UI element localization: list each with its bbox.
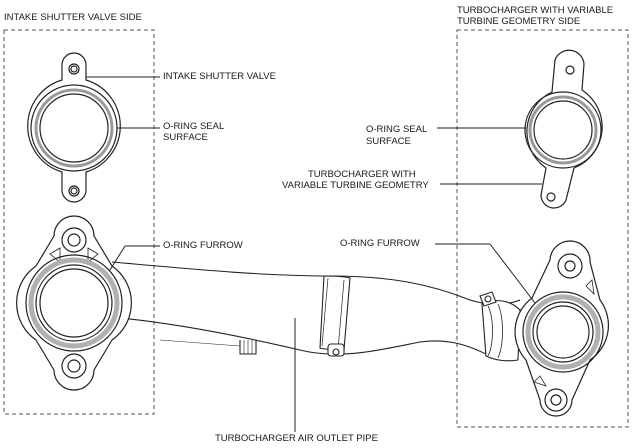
label-oring-seal-left-1: O-RING SEAL	[163, 121, 225, 132]
leader-lines	[86, 76, 542, 432]
header-right-line1: TURBOCHARGER WITH VARIABLE	[457, 5, 614, 16]
label-vtg-2: VARIABLE TURBINE GEOMETRY	[282, 180, 429, 191]
label-intake-shutter-valve: INTAKE SHUTTER VALVE	[163, 71, 276, 82]
header-right-line2: TURBINE GEOMETRY SIDE	[457, 16, 581, 27]
intake-shutter-valve-gasket	[27, 52, 121, 203]
label-oring-seal-right-2: SURFACE	[366, 136, 411, 147]
label-vtg-1: TURBOCHARGER WITH	[308, 169, 416, 180]
label-oring-seal-right-1: O-RING SEAL	[366, 124, 428, 135]
label-oring-seal-left-2: SURFACE	[163, 132, 208, 143]
header-left: INTAKE SHUTTER VALVE SIDE	[4, 12, 142, 23]
right-pipe-flange	[514, 240, 610, 417]
vtg-turbocharger-gasket	[524, 49, 603, 209]
left-group-box	[3, 29, 155, 415]
air-outlet-pipe	[111, 261, 521, 362]
label-air-outlet-pipe: TURBOCHARGER AIR OUTLET PIPE	[215, 433, 378, 444]
left-pipe-flange	[16, 215, 132, 391]
label-oring-furrow-left: O-RING FURROW	[163, 240, 243, 251]
right-group-box	[456, 29, 629, 428]
label-oring-furrow-right: O-RING FURROW	[340, 238, 420, 249]
